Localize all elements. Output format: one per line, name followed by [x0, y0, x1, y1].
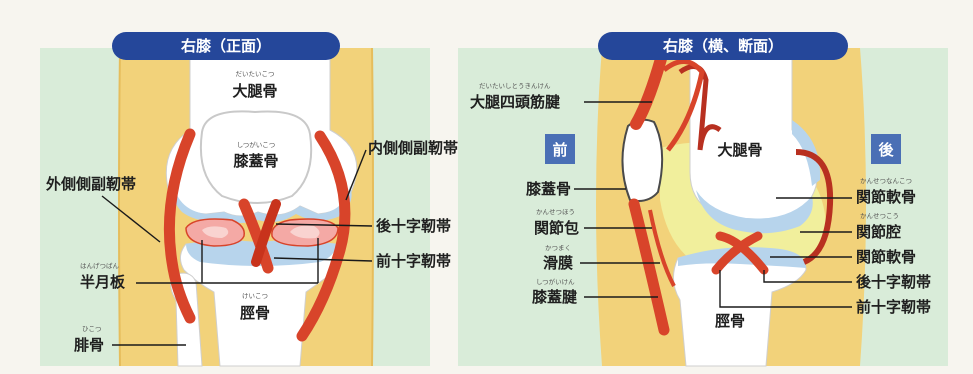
- front-fat-edge-left: [118, 47, 121, 367]
- side-front-label: 前: [552, 141, 567, 159]
- side-posterior-cruciate-leader: [763, 270, 852, 283]
- side-joint-capsule-front: [678, 64, 722, 151]
- side-cartilage-lower-label: 関節軟骨: [856, 248, 916, 266]
- front-medial-collateral-leader: [345, 149, 367, 201]
- front-femur-label: 大腿骨: [232, 82, 277, 100]
- side-posterior-cruciate-label: 後十字靭帯: [855, 273, 931, 291]
- front-posterior-cruciate-label: 後十字靭帯: [375, 217, 451, 235]
- side-patella: [621, 118, 664, 202]
- side-tibia-cartilage: [678, 247, 806, 268]
- side-patella-label: 膝蓋骨: [526, 180, 571, 198]
- side-anterior-cruciate-leader: [719, 270, 852, 308]
- side-back-box: [871, 134, 901, 164]
- side-synovium-lower: [648, 209, 676, 287]
- front-femur-cartilage: [171, 178, 352, 223]
- front-lateral-collateral-label: 外側側副靭帯: [45, 175, 136, 193]
- front-medial-collateral: [296, 130, 351, 342]
- front-meniscus-leader: [136, 238, 319, 284]
- front-meniscus-lateral-inner: [202, 226, 229, 238]
- front-view-panel: 右膝（正面） だいたいこつ 大腿骨 しつがいこつ 膝蓋骨 内側側副靭帯 外側側副…: [40, 32, 458, 367]
- front-posterior-cruciate: [238, 198, 274, 274]
- front-anterior-cruciate-leader: [273, 257, 373, 262]
- side-anterior-cruciate: [711, 231, 763, 275]
- side-quadriceps-ruby: だいたいしとうきんけん: [479, 82, 551, 90]
- side-panel-title: 右膝（横、断面）: [663, 37, 783, 55]
- side-quadriceps-label: 大腿四頭筋腱: [470, 93, 561, 111]
- front-panel-title: 右膝（正面）: [181, 37, 271, 55]
- side-femur-label: 大腿骨: [717, 141, 762, 159]
- front-meniscus-ruby: はんげつばん: [80, 261, 120, 270]
- side-cartilage-upper-ruby: かんせつなんこつ: [860, 177, 912, 185]
- front-meniscus-medial-inner: [290, 225, 320, 239]
- front-anterior-cruciate-label: 前十字靭帯: [376, 252, 451, 270]
- front-medial-collateral-label: 内側側副靭帯: [368, 139, 458, 157]
- side-tibia-label: 脛骨: [715, 312, 745, 330]
- front-patella-label: 膝蓋骨: [233, 152, 278, 170]
- side-synovium-ruby: かつまく: [545, 244, 571, 252]
- front-patella-ruby: しつがいこつ: [237, 140, 276, 149]
- side-femur-cartilage: [696, 190, 813, 234]
- front-patella: [199, 110, 313, 204]
- side-synovium-front: [662, 59, 705, 152]
- side-patellar-tendon-label: 膝蓋腱: [532, 288, 578, 306]
- side-joint-capsule-back: [795, 149, 834, 265]
- front-tibia-label: 脛骨: [240, 304, 270, 322]
- front-femur-ruby: だいたいこつ: [236, 70, 275, 78]
- side-capsule-ruby: かんせつほう: [536, 208, 575, 216]
- front-tibia-ruby: けいこつ: [242, 292, 268, 300]
- front-title-pill: [112, 32, 340, 60]
- side-cartilage-upper-label: 関節軟骨: [856, 188, 916, 206]
- side-title-pill: [598, 32, 848, 60]
- side-patellar-tendon-ruby: しつがいけん: [536, 277, 575, 286]
- side-joint-cavity-label: 関節腔: [856, 223, 901, 241]
- front-lateral-collateral-leader: [101, 195, 161, 243]
- side-front-box: [545, 134, 575, 164]
- front-posterior-cruciate-leader: [275, 223, 373, 227]
- front-fibula-label: 腓骨: [74, 336, 104, 354]
- side-anterior-cruciate-label: 前十字靭帯: [856, 298, 931, 316]
- side-joint-cavity-ruby: かんせつこう: [860, 212, 899, 220]
- front-fibula-ruby: ひこつ: [82, 325, 102, 333]
- side-view-panel: 右膝（横、断面） 前 後 だいたいしとうきんけん 大腿四頭筋腱 大腿骨 膝蓋骨 …: [458, 32, 948, 367]
- side-back-label: 後: [877, 141, 894, 159]
- front-lateral-collateral: [163, 128, 196, 324]
- front-anterior-cruciate: [251, 199, 281, 267]
- front-meniscus-label: 半月板: [80, 273, 126, 291]
- front-fat-edge-right: [371, 47, 374, 367]
- side-synovium-label: 滑膜: [543, 254, 573, 272]
- side-capsule-label: 関節包: [534, 219, 579, 237]
